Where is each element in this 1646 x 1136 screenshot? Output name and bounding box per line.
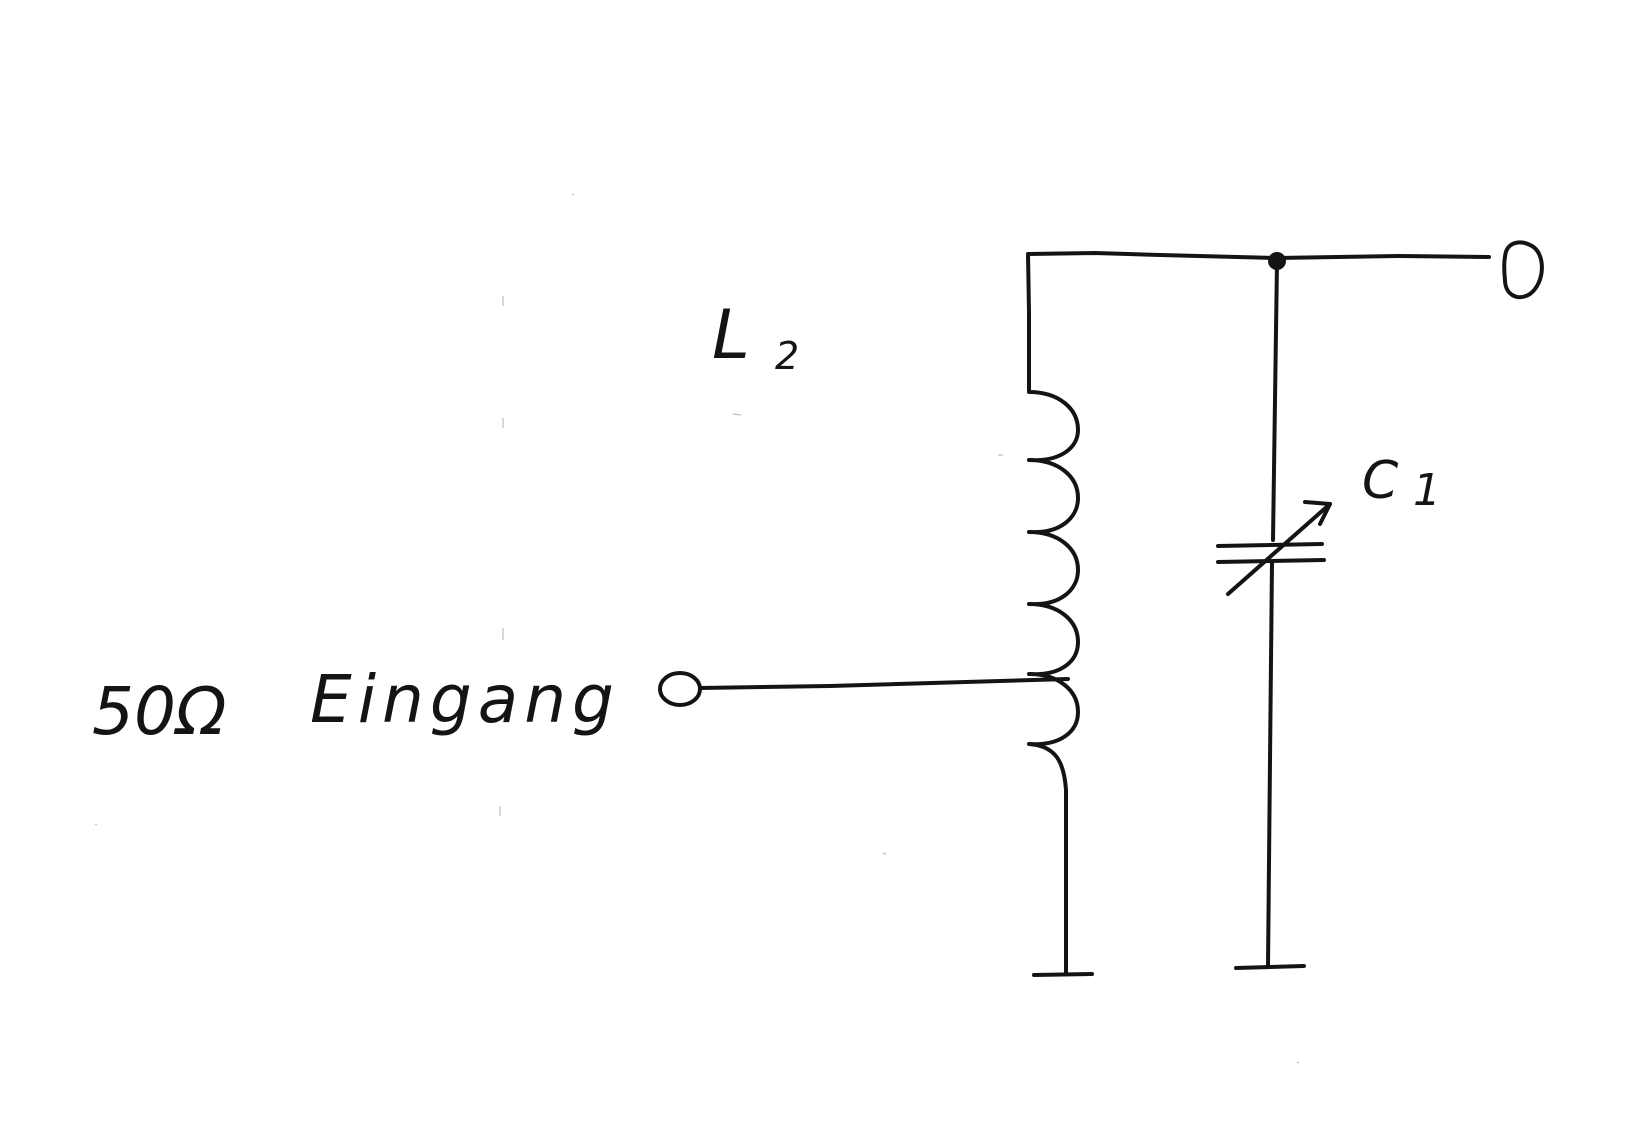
capacitor-ground	[1234, 964, 1306, 970]
capacitor-c1-variable-arrow	[1226, 502, 1332, 596]
input-wire	[698, 677, 1070, 690]
inductor-label-index: 2	[775, 334, 799, 378]
capacitor-c1-lower-wire	[1266, 560, 1274, 968]
input-text-label: Eingang	[310, 661, 620, 738]
paper-marks	[94, 193, 1300, 1064]
output-terminal	[1502, 240, 1544, 300]
inductor-label: L	[712, 296, 750, 375]
capacitor-c1-plate-bottom	[1216, 558, 1326, 564]
capacitor-c1-plate-top	[1216, 542, 1324, 548]
top-wire	[1026, 251, 1491, 314]
capacitor-c1-upper-wire	[1271, 260, 1279, 542]
input-terminal	[658, 671, 702, 707]
capacitor-c1-arrow-head	[1303, 500, 1332, 526]
inductor-l2-coil	[1027, 310, 1080, 974]
capacitor-label-index: 1	[1413, 465, 1441, 516]
input-impedance-label: 50Ω	[92, 673, 226, 750]
inductor-ground	[1032, 972, 1094, 977]
capacitor-label: C	[1362, 451, 1399, 511]
